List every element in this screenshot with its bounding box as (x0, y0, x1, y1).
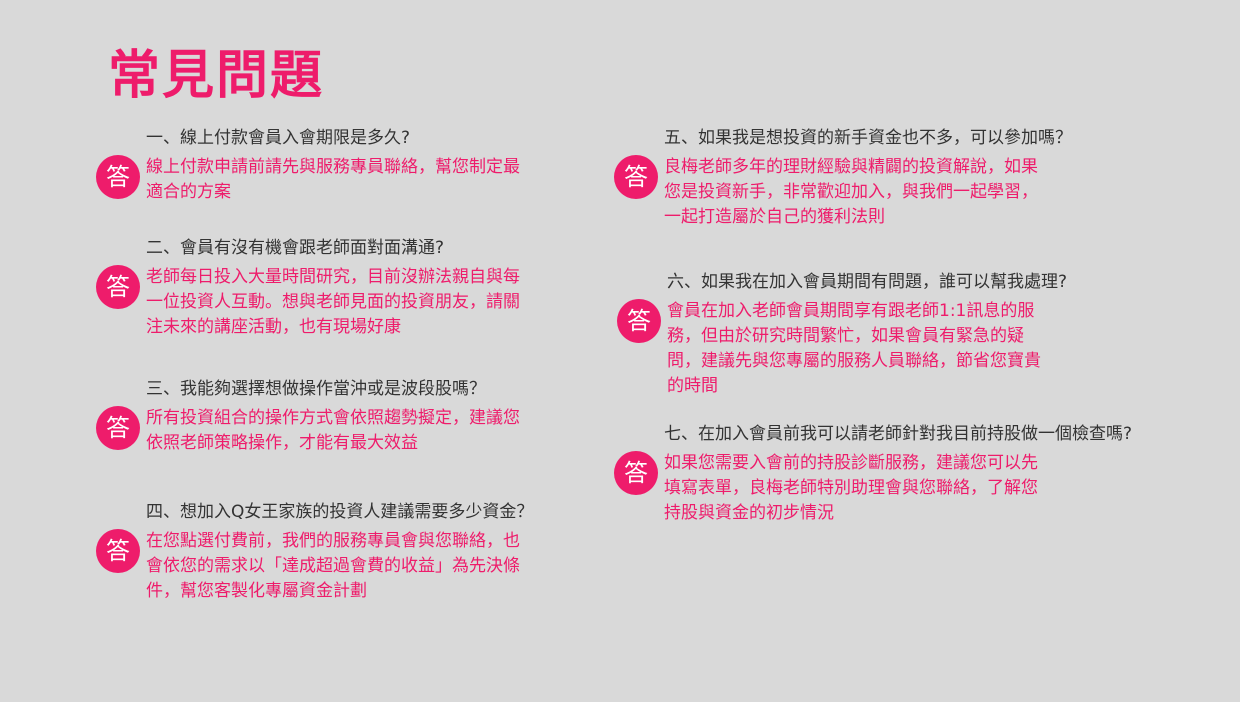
faq-item: 七、在加入會員前我可以請老師針對我目前持股做一個檢查嗎? 答 如果您需要入會前的… (614, 421, 1133, 526)
answer-badge: 答 (96, 529, 140, 573)
faq-item: 三、我能夠選擇想做操作當沖或是波段股嗎？ 答 所有投資組合的操作方式會依照趨勢擬… (96, 376, 536, 456)
answer-badge: 答 (617, 299, 661, 343)
answer-badge: 答 (96, 265, 140, 309)
faq-item: 五、如果我是想投資的新手資金也不多，可以參加嗎？ 答 良梅老師多年的理財經驗與精… (614, 125, 1072, 230)
faq-answer-text: 如果您需要入會前的持股診斷服務，建議您可以先填寫表單，良梅老師特別助理會與您聯絡… (664, 453, 1038, 523)
faq-item: 六、如果我在加入會員期間有問題，誰可以幫我處理? 答 會員在加入老師會員期間享有… (617, 269, 1068, 399)
answer-badge: 答 (96, 155, 140, 199)
faq-question: 四、想加入Q女王家族的投資人建議需要多少資金？ (146, 502, 534, 522)
faq-item: 二、會員有沒有機會跟老師面對面溝通? 答 老師每日投入大量時間研究，目前沒辦法親… (96, 235, 536, 340)
faq-answer: 答 老師每日投入大量時間研究，目前沒辦法親自與每一位投資人互動。想與老師見面的投… (96, 265, 536, 340)
answer-badge: 答 (614, 451, 658, 495)
faq-question: 六、如果我在加入會員期間有問題，誰可以幫我處理? (667, 272, 1068, 292)
faq-question: 三、我能夠選擇想做操作當沖或是波段股嗎？ (146, 379, 486, 399)
faq-question: 二、會員有沒有機會跟老師面對面溝通? (146, 238, 445, 258)
page-title: 常見問題 (108, 46, 325, 106)
faq-answer-text: 良梅老師多年的理財經驗與精闢的投資解說，如果您是投資新手，非常歡迎加入，與我們一… (664, 157, 1038, 227)
faq-answer-text: 所有投資組合的操作方式會依照趨勢擬定，建議您依照老師策略操作，才能有最大效益 (146, 408, 520, 453)
faq-question: 一、線上付款會員入會期限是多久? (146, 128, 411, 148)
faq-answer: 答 在您點選付費前，我們的服務專員會與您聯絡，也會依您的需求以「達成超過會費的收… (96, 529, 536, 604)
faq-answer: 答 所有投資組合的操作方式會依照趨勢擬定，建議您依照老師策略操作，才能有最大效益 (96, 406, 536, 456)
faq-item: 四、想加入Q女王家族的投資人建議需要多少資金？ 答 在您點選付費前，我們的服務專… (96, 499, 536, 604)
answer-badge: 答 (614, 155, 658, 199)
faq-answer: 答 良梅老師多年的理財經驗與精闢的投資解說，如果您是投資新手，非常歡迎加入，與我… (614, 155, 1054, 230)
faq-answer-text: 線上付款申請前請先與服務專員聯絡，幫您制定最適合的方案 (146, 157, 520, 202)
faq-answer-text: 會員在加入老師會員期間享有跟老師1:1訊息的服務，但由於研究時間繁忙，如果會員有… (667, 301, 1041, 396)
faq-item: 一、線上付款會員入會期限是多久? 答 線上付款申請前請先與服務專員聯絡，幫您制定… (96, 125, 536, 205)
faq-question: 五、如果我是想投資的新手資金也不多，可以參加嗎？ (664, 128, 1072, 148)
faq-answer: 答 如果您需要入會前的持股診斷服務，建議您可以先填寫表單，良梅老師特別助理會與您… (614, 451, 1054, 526)
faq-answer-text: 在您點選付費前，我們的服務專員會與您聯絡，也會依您的需求以「達成超過會費的收益」… (146, 531, 520, 601)
faq-answer: 答 會員在加入老師會員期間享有跟老師1:1訊息的服務，但由於研究時間繁忙，如果會… (617, 299, 1057, 399)
faq-answer-text: 老師每日投入大量時間研究，目前沒辦法親自與每一位投資人互動。想與老師見面的投資朋… (146, 267, 520, 337)
faq-question: 七、在加入會員前我可以請老師針對我目前持股做一個檢查嗎? (664, 424, 1133, 444)
answer-badge: 答 (96, 406, 140, 450)
faq-answer: 答 線上付款申請前請先與服務專員聯絡，幫您制定最適合的方案 (96, 155, 536, 205)
